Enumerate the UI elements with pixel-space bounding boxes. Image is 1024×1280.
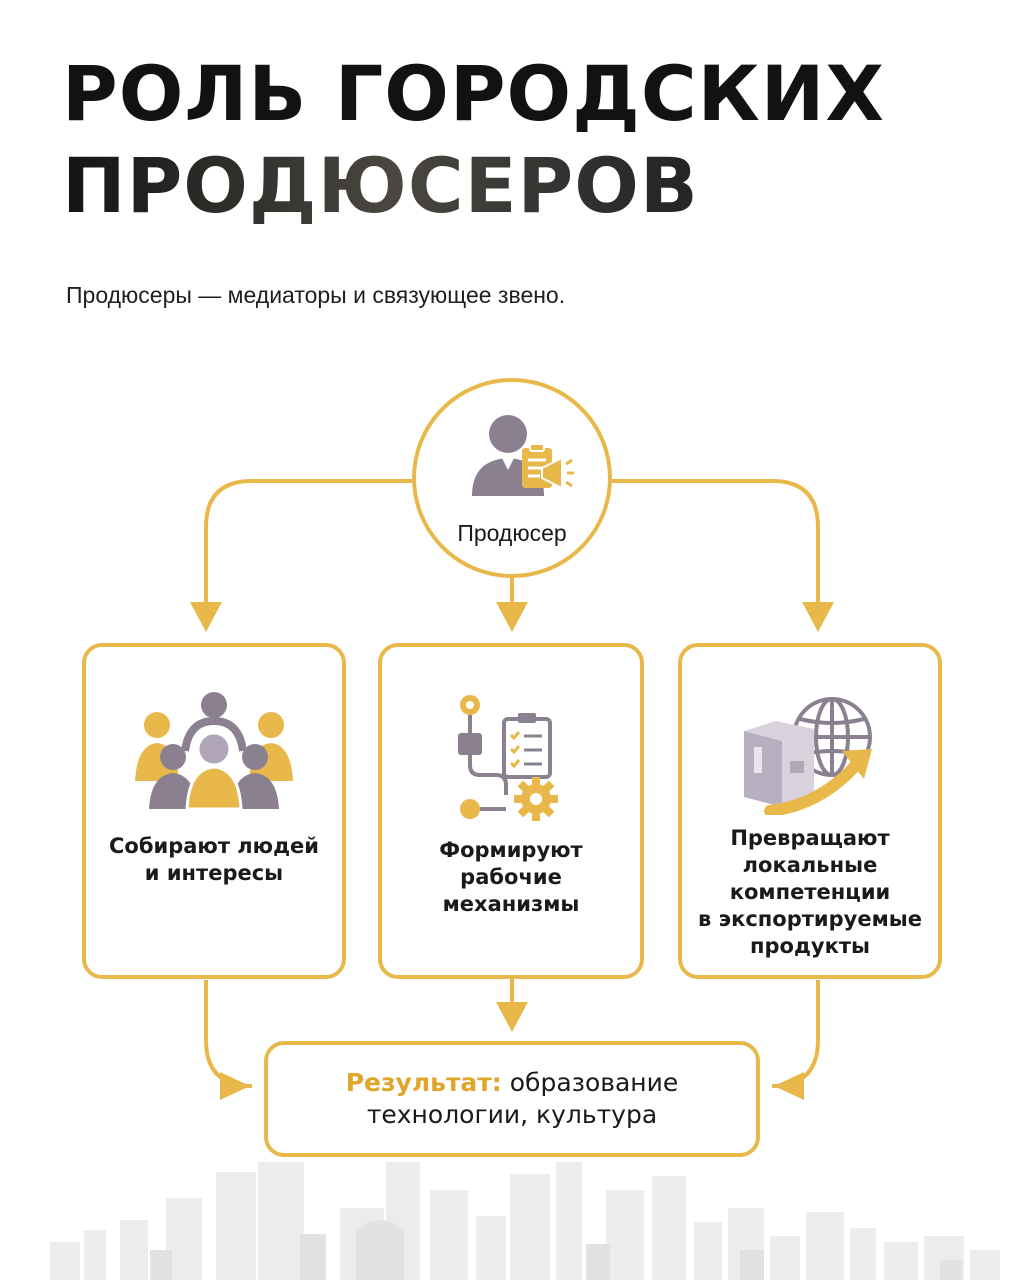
workflow-checklist-gear-icon xyxy=(458,695,558,821)
connector-right xyxy=(612,479,820,602)
role-box-mechanisms: Формируют рабочие механизмы xyxy=(378,643,644,979)
role-label-mechanisms: Формируют рабочие механизмы xyxy=(439,838,583,916)
connector-left-result xyxy=(204,980,253,1088)
page-title: РОЛЬ ГОРОДСКИХ ПРОДЮСЕРОВ xyxy=(62,48,885,232)
city-skyline-decoration xyxy=(50,1162,1000,1280)
result-text: Результат: образование технологии, культ… xyxy=(346,1067,679,1131)
arrow-right-result xyxy=(774,1072,804,1100)
arrow-right xyxy=(802,602,834,632)
arrow-center xyxy=(496,602,528,632)
subtitle: Продюсеры — медиаторы и связующее звено. xyxy=(66,282,566,308)
result-line-2: технологии, культура xyxy=(366,1100,658,1129)
role-label-collect: Собирают людей и интересы xyxy=(108,834,320,885)
arrow-left-result xyxy=(220,1072,250,1100)
producer-icon xyxy=(472,415,574,496)
connector-left xyxy=(204,479,412,602)
people-group-icon xyxy=(135,692,293,811)
result-line-1: образование xyxy=(501,1068,679,1097)
role-box-collect: Собирают людей и интересы xyxy=(82,643,346,979)
role-box-export: Превращают локальные компетенции в экспо… xyxy=(678,643,942,979)
result-box: Результат: образование технологии, культ… xyxy=(264,1041,760,1157)
connector-right-result xyxy=(771,980,820,1088)
title-line-1: РОЛЬ ГОРОДСКИХ xyxy=(62,49,885,138)
producer-node: Продюсер xyxy=(412,378,612,578)
role-label-export: Превращают локальные компетенции в экспо… xyxy=(698,826,922,958)
arrow-left xyxy=(190,602,222,632)
arrow-mid-result xyxy=(496,1002,528,1032)
title-line-2: ПРОДЮСЕРОВ xyxy=(62,140,885,232)
result-prefix: Результат: xyxy=(345,1068,502,1097)
export-globe-box-icon xyxy=(744,697,872,815)
producer-label: Продюсер xyxy=(457,520,567,546)
